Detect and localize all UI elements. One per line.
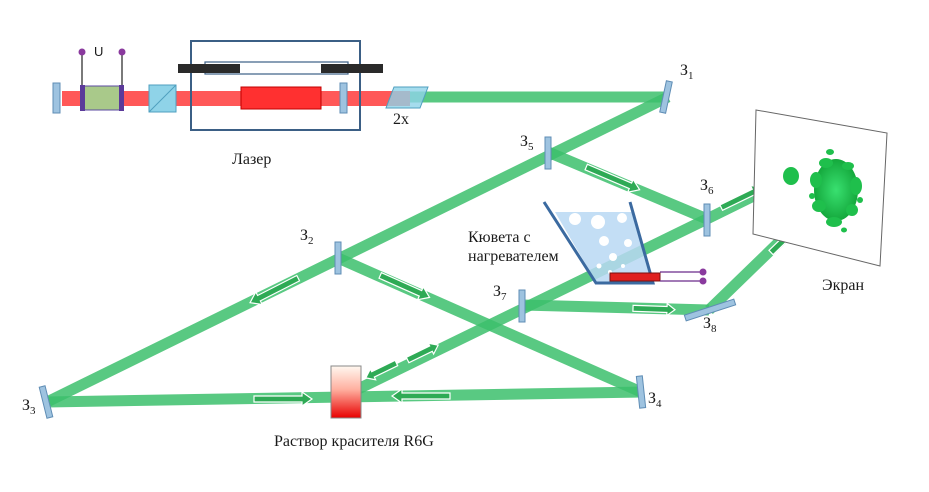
label-z8: З8 — [703, 315, 717, 335]
dye-solution-cell — [330, 365, 362, 419]
heater-terminal-top — [699, 268, 707, 276]
frequency-doubler — [385, 86, 429, 109]
cuvette-wall — [542, 201, 655, 285]
mirror-labels: З1 З2 З3 З4 З5 З6 З7 З8 — [22, 62, 717, 417]
doubler-label: 2х — [393, 111, 409, 128]
label-z4: З4 — [648, 390, 662, 410]
electrode-right — [119, 85, 124, 111]
voltage-label: U — [94, 44, 103, 59]
output-mirror — [339, 82, 348, 114]
dye-label: Раствор красителя R6G — [274, 433, 434, 450]
electrode-left — [80, 85, 85, 111]
dye-cell: Раствор красителя R6G — [274, 365, 434, 450]
mirror-z5 — [544, 136, 552, 170]
cuvette-with-heater: Кювета с нагревателем — [468, 201, 707, 285]
cuvette-label-line1: Кювета с — [468, 229, 531, 246]
mirror-z7 — [518, 289, 526, 323]
mirror-z1 — [659, 80, 673, 114]
label-z7: З7 — [493, 283, 507, 303]
heater-element — [609, 272, 661, 282]
cuvette-label-line2: нагревателем — [468, 248, 559, 265]
lamp-right — [321, 64, 383, 73]
screen-spot-small — [783, 167, 799, 185]
label-z5: З5 — [520, 133, 534, 153]
screen-label: Экран — [822, 277, 864, 294]
beam-direction-arrows — [249, 163, 800, 408]
arrow-to-dye-2 — [405, 342, 440, 364]
arrow-z7-z8 — [632, 302, 676, 317]
label-z1: З1 — [680, 62, 694, 82]
rear-mirror — [52, 82, 61, 114]
terminal-left — [78, 48, 86, 56]
heater-terminal-bottom — [699, 277, 707, 285]
mirror-z3 — [38, 385, 54, 419]
arrow-z2-z4 — [378, 271, 431, 301]
beam-z1-to-z3 — [44, 92, 671, 407]
arrow-z2-left — [249, 274, 301, 306]
lamp-left — [178, 64, 240, 73]
arrow-to-dye-1 — [364, 359, 399, 381]
modulator-crystal — [81, 85, 123, 111]
polarizer-diagonal — [148, 84, 177, 113]
mirrors — [38, 80, 737, 419]
laser-label: Лазер — [232, 151, 271, 168]
bubbles — [569, 213, 632, 274]
screen-spot-speckle — [809, 149, 863, 233]
arrow-z5-z6 — [584, 163, 641, 194]
mirror-z2 — [334, 241, 342, 275]
label-z2: З2 — [300, 227, 314, 247]
mirror-z6 — [703, 203, 711, 237]
screen: Экран — [752, 109, 888, 294]
label-z6: З6 — [700, 177, 714, 197]
label-z3: З3 — [22, 397, 36, 417]
mirror-z8 — [683, 298, 737, 322]
laser-assembly: U 2х Лазер — [52, 40, 429, 168]
arrow-z4-dye — [390, 387, 451, 405]
arrow-z3-dye — [253, 390, 314, 408]
green-beams — [44, 91, 814, 408]
laser-housing — [190, 40, 361, 131]
terminal-right — [118, 48, 126, 56]
cuvette-liquid — [555, 212, 653, 282]
active-rod — [240, 86, 322, 110]
beam-z7-to-z8 — [521, 299, 710, 316]
mirror-z4 — [635, 375, 647, 409]
